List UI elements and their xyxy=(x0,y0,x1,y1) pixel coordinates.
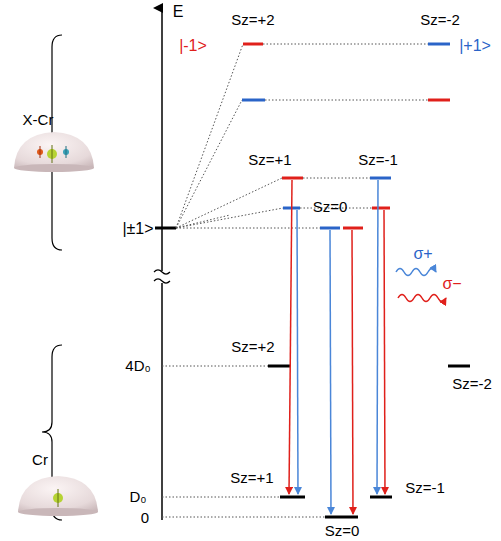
quantum-dot-illustration xyxy=(18,476,98,516)
spin-label: Sz=0 xyxy=(325,523,360,540)
axis-label: E xyxy=(173,3,184,21)
spin-label: Sz=+2 xyxy=(231,339,274,356)
spin-label: Sz=0 xyxy=(313,199,348,216)
state-label: |±1> xyxy=(122,220,153,238)
spin-label: Sz=-2 xyxy=(452,376,492,393)
spin-label: Sz=+2 xyxy=(231,12,274,29)
system-label: X-Cr xyxy=(23,112,54,129)
quantum-dot-illustration xyxy=(14,132,94,172)
energy-label: 4D₀ xyxy=(125,358,150,375)
polarization-label: σ+ xyxy=(413,245,432,263)
spin-label: Sz=-2 xyxy=(420,12,460,29)
spin-label: Sz=-1 xyxy=(405,480,445,497)
state-label: |+1> xyxy=(459,37,491,55)
spin-label: Sz=+1 xyxy=(248,152,291,169)
spin-label: Sz=+1 xyxy=(230,470,273,487)
spin-label: Sz=-1 xyxy=(358,152,398,169)
energy-label: 0 xyxy=(141,510,149,527)
system-label: Cr xyxy=(32,452,48,469)
energy-label: D₀ xyxy=(129,489,146,506)
state-label: |-1> xyxy=(179,37,207,55)
polarization-label: σ− xyxy=(442,275,461,293)
